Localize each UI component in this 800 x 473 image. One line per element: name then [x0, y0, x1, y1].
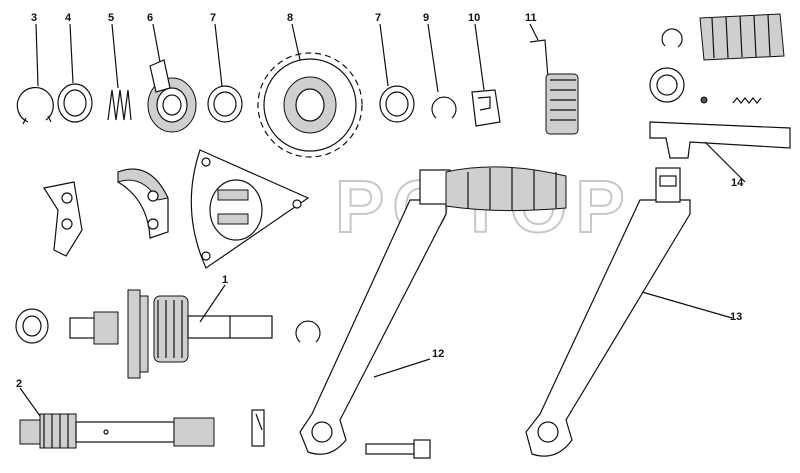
callout-9: 9 — [423, 12, 429, 24]
part-circlip-shaft — [295, 320, 321, 343]
callout-3: 3 — [31, 12, 37, 24]
part-cam-plate — [43, 181, 83, 257]
part-11-torsion-spring — [529, 39, 579, 135]
part-2-shaft — [19, 413, 215, 449]
callout-10: 10 — [468, 12, 480, 24]
part-washer-small — [649, 67, 685, 103]
part-bolt — [365, 439, 431, 459]
part-13-kick-lever — [525, 167, 691, 457]
part-8-large-gear — [257, 52, 363, 158]
callout-12: 12 — [432, 348, 444, 360]
callout-13: 13 — [730, 311, 742, 323]
part-rubber-grip — [699, 13, 785, 61]
part-5-spring — [107, 89, 132, 121]
callout-4: 4 — [65, 12, 72, 24]
callout-7-left: 7 — [210, 12, 216, 24]
part-flange-housing — [190, 149, 310, 269]
callout-7-right: 7 — [375, 12, 381, 24]
callout-2: 2 — [16, 378, 22, 390]
part-7-washer-left — [207, 85, 243, 123]
callout-11: 11 — [525, 12, 537, 24]
part-10-block — [471, 89, 501, 127]
part-6-ratchet-gear — [147, 59, 197, 133]
part-segment-plate — [117, 168, 169, 239]
part-3-retaining-ring — [16, 86, 54, 125]
part-9-circlip — [431, 96, 457, 119]
callout-14: 14 — [731, 177, 744, 189]
part-small-circlip — [661, 28, 683, 48]
callout-8: 8 — [287, 12, 293, 24]
part-4-washer — [57, 83, 93, 123]
callout-1: 1 — [222, 274, 228, 286]
part-14-pedal-arm — [649, 121, 791, 159]
part-7-washer-right — [379, 85, 415, 123]
part-pin — [251, 409, 265, 447]
part-1-kickstart-shaft — [15, 289, 273, 379]
part-ball — [700, 96, 708, 104]
callout-6: 6 — [147, 12, 153, 24]
part-12-kick-lever — [299, 166, 567, 455]
part-small-spring — [732, 97, 762, 104]
callout-5: 5 — [108, 12, 114, 24]
